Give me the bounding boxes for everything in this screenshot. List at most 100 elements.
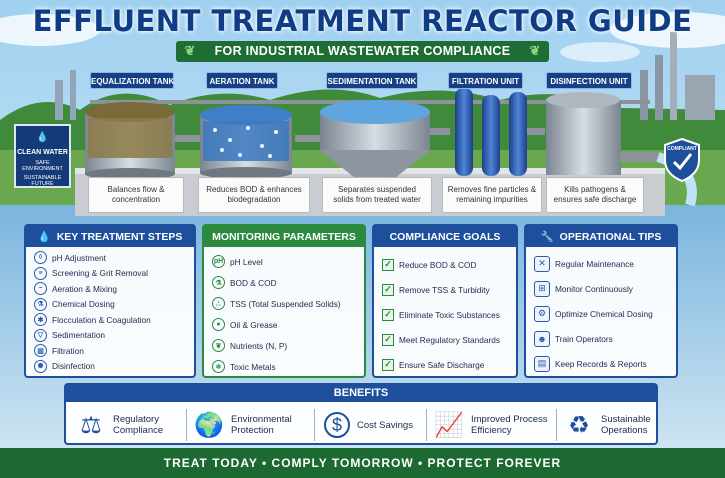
tank-label-aeration: AERATION TANK [206, 72, 278, 89]
checkbox-checked-icon: ✓ [382, 333, 394, 346]
list-item: ✓Remove TSS & Turbidity [382, 277, 510, 302]
flask-icon: ⚗ [212, 276, 225, 289]
list-item: ~Aeration & Mixing [34, 281, 188, 297]
oil-drop-icon: ● [212, 318, 225, 331]
monitor-icon: ⊞ [534, 280, 550, 297]
subtitle-text: FOR INDUSTRIAL WASTEWATER COMPLIANCE [214, 44, 511, 58]
list-item: ●Oil & Grease [212, 314, 358, 335]
atom-icon: ⚛ [212, 360, 225, 373]
wrench-icon: 🔧 [540, 231, 554, 243]
list-item: ✓Ensure Safe Discharge [382, 352, 510, 377]
divider [186, 409, 187, 441]
panel-header: 🔧 OPERATIONAL TIPS [526, 226, 676, 247]
sign-line-3: SUSTAINABLE FUTURE [23, 175, 62, 187]
tank-desc-filtration: Removes fine particles & remaining impur… [442, 177, 542, 213]
dollar-coin-icon: $ [324, 412, 350, 438]
water-drop-icon: 💧 [37, 231, 51, 243]
list-item: ✓Eliminate Toxic Substances [382, 302, 510, 327]
gear-icon: ⚙ [534, 305, 550, 322]
globe-leaf-icon: 🌍 [194, 411, 224, 439]
list-item: ∴TSS (Total Suspended Solids) [212, 293, 358, 314]
list-item: ✓Meet Regulatory Standards [382, 327, 510, 352]
panel-title: KEY TREATMENT STEPS [56, 230, 183, 243]
divider [426, 409, 427, 441]
tank-desc-equalization: Balances flow & concentration [88, 177, 184, 213]
list-item: ▥Filtration [34, 343, 188, 359]
list-item: ⊞Monitor Continuously [534, 276, 670, 301]
list-item: ⚗Chemical Dosing [34, 297, 188, 313]
checkbox-checked-icon: ✓ [382, 308, 394, 321]
sign-line-2: SAFE ENVIRONMENT [22, 160, 63, 172]
clean-water-sign: 💧 CLEAN WATER SAFE ENVIRONMENT SUSTAINAB… [14, 124, 71, 188]
panel-compliance-goals: COMPLIANCE GOALS ✓Reduce BOD & COD ✓Remo… [372, 224, 518, 378]
checkbox-checked-icon: ✓ [382, 283, 394, 296]
list-item: ≡Screening & Grit Removal [34, 266, 188, 282]
divider [556, 409, 557, 441]
benefits-title: BENEFITS [66, 385, 656, 402]
list-item: ▤Keep Records & Reports [534, 351, 670, 376]
list-item: ✺Disinfection [34, 359, 188, 375]
list-item: ❦Nutrients (N, P) [212, 335, 358, 356]
wave-icon: ~ [34, 282, 47, 296]
list-item: ⚛Toxic Metals [212, 356, 358, 377]
document-icon: ▤ [534, 355, 550, 372]
tank-label-filtration: FILTRATION UNIT [448, 72, 523, 89]
growth-chart-icon: 📈 [434, 411, 464, 439]
tank-label-sedimentation: SEDIMENTATION TANK [326, 72, 418, 89]
filter-icon: ≡ [34, 266, 47, 280]
checkbox-checked-icon: ✓ [382, 358, 394, 371]
list-item: ✱Flocculation & Coagulation [34, 312, 188, 328]
flask-icon: ⚗ [34, 297, 47, 311]
list-item: ✕Regular Maintenance [534, 251, 670, 276]
list-item: ☻Train Operators [534, 326, 670, 351]
gear-icon: ✱ [34, 313, 47, 327]
compliance-list: ✓Reduce BOD & COD ✓Remove TSS & Turbidit… [374, 247, 516, 377]
tools-icon: ✕ [534, 255, 550, 272]
panel-key-treatment-steps: 💧 KEY TREATMENT STEPS ◊pH Adjustment ≡Sc… [24, 224, 196, 378]
checkbox-checked-icon: ✓ [382, 258, 394, 271]
benefit-cost-savings: $ Cost Savings [324, 407, 424, 443]
divider [314, 409, 315, 441]
sign-line-1: CLEAN WATER [17, 149, 68, 156]
operator-icon: ☻ [534, 330, 550, 347]
particles-icon: ∴ [212, 297, 225, 310]
tank-label-disinfection: DISINFECTION UNIT [546, 72, 632, 89]
compliant-shield-icon [664, 138, 700, 182]
page-title: EFFLUENT TREATMENT REACTOR GUIDE [32, 4, 693, 38]
leaf-icon: ❦ [184, 43, 196, 58]
panel-title: MONITORING PARAMETERS [212, 230, 356, 243]
panel-operational-tips: 🔧 OPERATIONAL TIPS ✕Regular Maintenance … [524, 224, 678, 378]
steps-list: ◊pH Adjustment ≡Screening & Grit Removal… [26, 247, 194, 374]
settle-icon: ▽ [34, 328, 47, 342]
recycle-icon: ♻ [568, 411, 590, 439]
list-item: ⚙Optimize Chemical Dosing [534, 301, 670, 326]
leaf-icon: ❦ [212, 339, 225, 352]
panel-header: 💧 KEY TREATMENT STEPS [26, 226, 194, 247]
tank-desc-sedimentation: Separates suspended solids from treated … [322, 177, 432, 213]
list-item: ▽Sedimentation [34, 328, 188, 344]
footer-slogan: TREAT TODAY • COMPLY TOMORROW • PROTECT … [0, 448, 725, 478]
water-drop-icon: 💧 [36, 132, 49, 143]
panel-header: COMPLIANCE GOALS [374, 226, 516, 247]
list-item: ◊pH Adjustment [34, 250, 188, 266]
tank-desc-aeration: Reduces BOD & enhances biodegradation [198, 177, 310, 213]
leaf-icon: ❦ [529, 43, 541, 58]
panel-header: MONITORING PARAMETERS [204, 226, 364, 247]
ph-icon: pH [212, 255, 225, 268]
virus-icon: ✺ [34, 359, 47, 373]
filtration-icon: ▥ [34, 344, 47, 358]
gavel-icon: ⚖ [80, 411, 102, 439]
panel-title: COMPLIANCE GOALS [389, 230, 501, 243]
tank-desc-disinfection: Kills pathogens & ensures safe discharge [546, 177, 644, 213]
list-item: ⚗BOD & COD [212, 272, 358, 293]
list-item: ✓Reduce BOD & COD [382, 252, 510, 277]
compliant-label: COMPLIANT [667, 146, 697, 152]
